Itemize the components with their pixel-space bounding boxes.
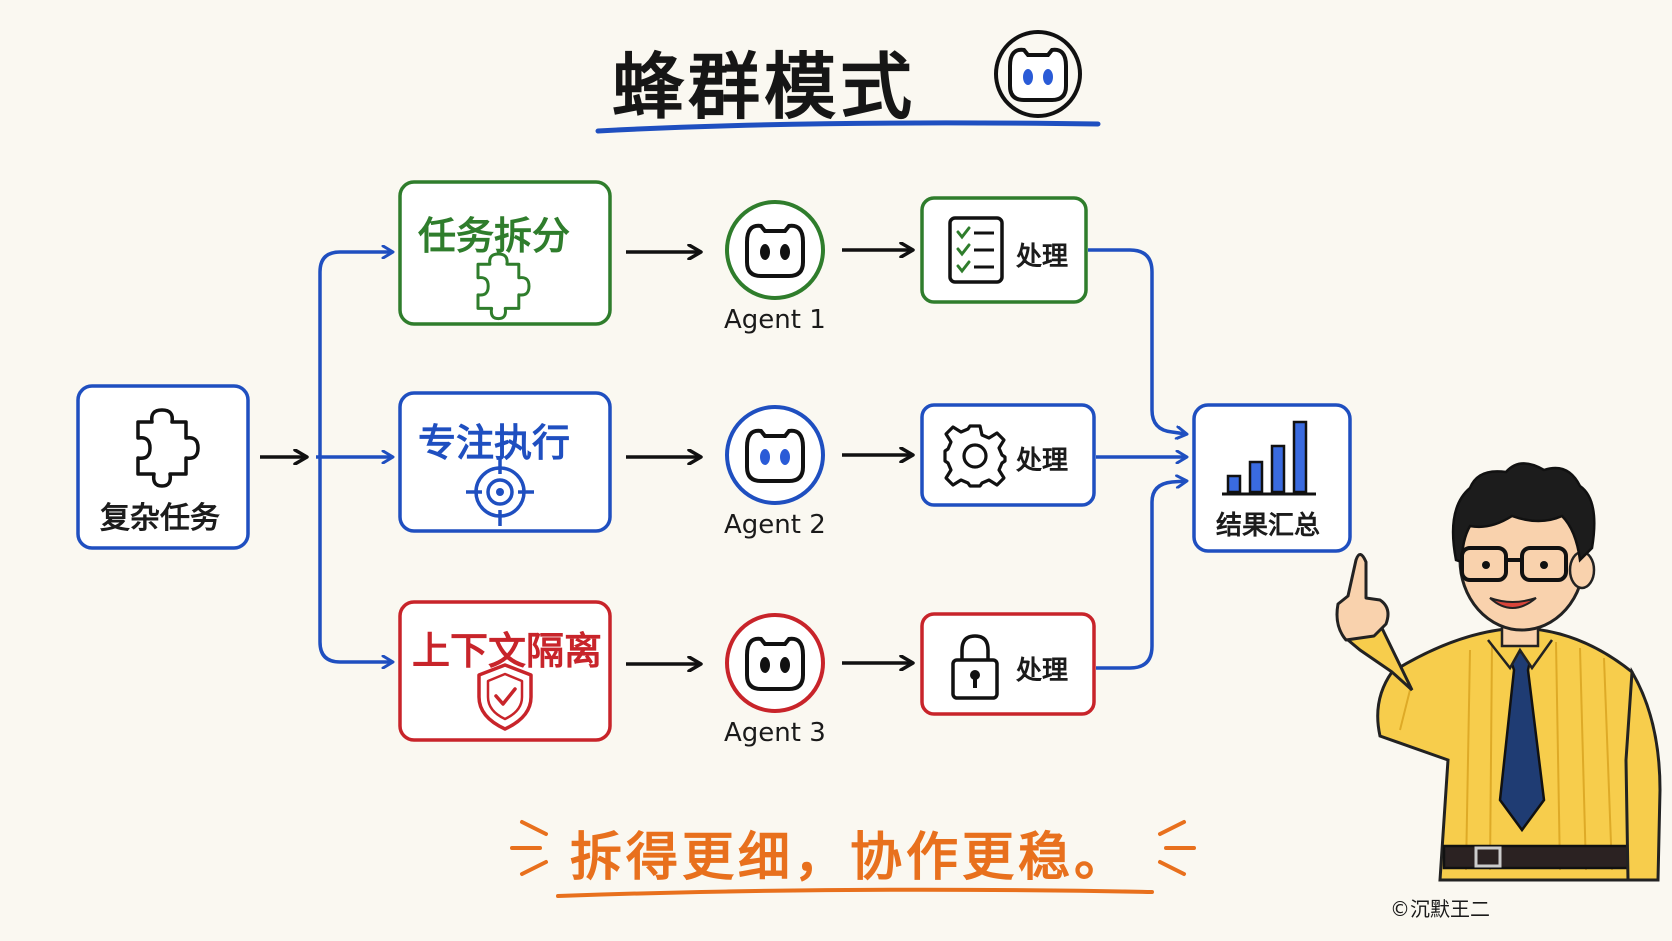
puzzle-icon <box>136 408 200 488</box>
gear-icon <box>943 424 1007 488</box>
branch-box-3 <box>398 600 612 742</box>
puzzle-icon <box>476 252 531 321</box>
branch-label-3: 上下文隔离 <box>412 629 603 673</box>
agent-label-3: Agent 3 <box>724 718 826 748</box>
slogan: 拆得更细，协作更稳。 <box>570 828 1131 888</box>
robot-icon <box>994 30 1082 118</box>
process-box-1 <box>920 196 1088 304</box>
result-label: 结果汇总 <box>1216 511 1321 541</box>
lock-icon <box>951 634 999 700</box>
process-box-3 <box>920 612 1096 716</box>
branch-arrow-1 <box>318 252 392 457</box>
process-label-1: 处理 <box>1016 242 1069 272</box>
source-task-box <box>76 384 250 550</box>
agent-robot-1 <box>725 200 825 300</box>
presenter-illustration <box>1335 462 1662 882</box>
branch-arrow-3 <box>318 457 392 662</box>
shield-check-icon <box>477 663 533 731</box>
process-box-2 <box>920 403 1096 507</box>
source-task-label: 复杂任务 <box>100 501 220 536</box>
credit-text: ©沉默王二 <box>1390 897 1490 921</box>
branch-label-2: 专注执行 <box>418 421 571 465</box>
page-title: 蜂群模式 <box>612 45 917 129</box>
branch-label-1: 任务拆分 <box>418 214 571 258</box>
title-underline <box>595 120 1101 134</box>
agent-robot-2 <box>725 405 825 505</box>
agent-robot-3 <box>725 613 825 713</box>
target-icon <box>466 458 534 526</box>
branch-box-2 <box>398 391 612 533</box>
checklist-icon <box>948 216 1004 284</box>
agent-label-2: Agent 2 <box>724 510 826 540</box>
slogan-underline <box>556 887 1154 898</box>
process-label-3: 处理 <box>1016 656 1069 686</box>
merge-arrow-3 <box>1096 481 1186 670</box>
slogan-burst-left <box>510 820 548 876</box>
process-label-2: 处理 <box>1016 446 1069 476</box>
slogan-burst-right <box>1158 820 1196 876</box>
branch-box-1 <box>398 180 612 326</box>
bar-chart-icon <box>1222 420 1316 496</box>
agent-label-1: Agent 1 <box>724 305 826 335</box>
merge-arrow-1 <box>1088 248 1186 434</box>
